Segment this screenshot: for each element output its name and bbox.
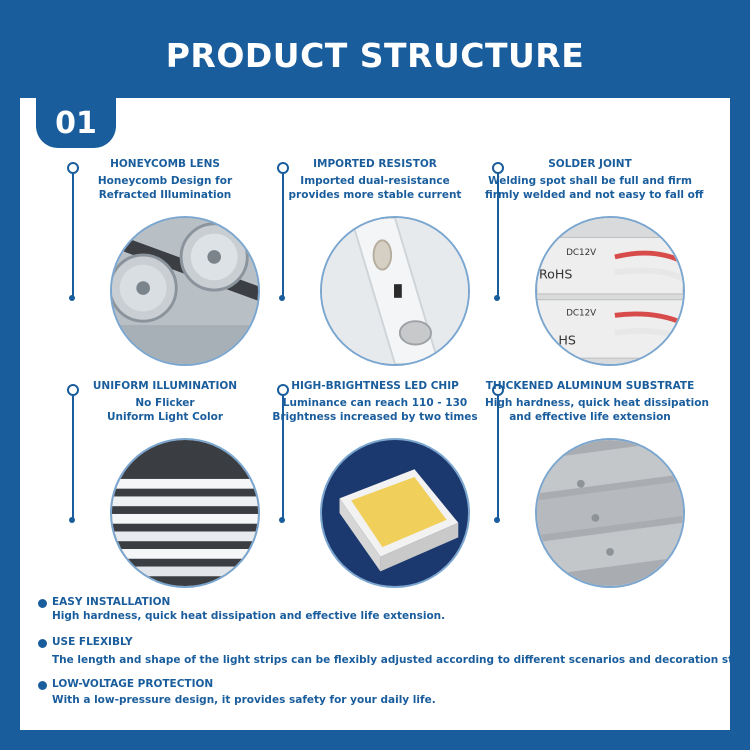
svg-text:DC12V: DC12V [566, 248, 596, 258]
honeycomb-lens-image [110, 216, 260, 366]
timeline-end-icon [494, 517, 500, 523]
uniform-illumination-image [110, 438, 260, 588]
benefit-title: USE FLEXIBLY [52, 636, 133, 648]
timeline-line [497, 390, 499, 522]
page-title: PRODUCT STRUCTURE [165, 36, 585, 75]
feature-title: THICKENED ALUMINUM SUBSTRATE [485, 380, 695, 392]
aluminum-substrate-image [535, 438, 685, 588]
benefit-description: With a low-pressure design, it provides … [52, 694, 436, 706]
timeline-end-icon [279, 295, 285, 301]
benefit-description: The length and shape of the light strips… [52, 654, 750, 666]
timeline-line [72, 168, 74, 300]
timeline-line [497, 168, 499, 300]
section-badge: 01 [36, 98, 116, 148]
timeline-dot-icon [277, 162, 289, 174]
feature-title: HIGH-BRIGHTNESS LED CHIP [291, 380, 459, 392]
bullet-dot-icon [38, 639, 47, 648]
benefit-title: EASY INSTALLATION [52, 596, 171, 608]
feature-title: SOLDER JOINT [548, 158, 632, 170]
timeline-dot-icon [492, 384, 504, 396]
timeline-end-icon [279, 517, 285, 523]
timeline-end-icon [494, 295, 500, 301]
svg-text:RoHS: RoHS [539, 266, 572, 281]
timeline-dot-icon [67, 384, 79, 396]
bullet-dot-icon [38, 681, 47, 690]
benefit-description: High hardness, quick heat dissipation an… [52, 610, 446, 622]
feature-title: IMPORTED RESISTOR [313, 158, 437, 170]
feature-led-chip: HIGH-BRIGHTNESS LED CHIP Luminance can r… [250, 320, 478, 588]
timeline-end-icon [69, 517, 75, 523]
timeline-dot-icon [67, 162, 79, 174]
timeline-dot-icon [492, 162, 504, 174]
svg-text:HS: HS [558, 333, 576, 348]
timeline-line [72, 390, 74, 522]
timeline-line [282, 390, 284, 522]
svg-text:DC12V: DC12V [566, 308, 596, 318]
led-chip-image [320, 438, 470, 588]
solder-joint-image: DC12V RoHS DC12V HS [535, 216, 685, 366]
timeline-dot-icon [277, 384, 289, 396]
feature-solder-joint: SOLDER JOINT Welding spot shall be full … [465, 98, 703, 366]
timeline-line [282, 168, 284, 300]
feature-imported-resistor: IMPORTED RESISTOR Imported dual-resistan… [250, 98, 470, 366]
benefit-title: LOW-VOLTAGE PROTECTION [52, 678, 214, 690]
resistor-image [320, 216, 470, 366]
feature-title: UNIFORM ILLUMINATION [92, 380, 238, 392]
timeline-end-icon [69, 295, 75, 301]
feature-title: HONEYCOMB LENS [110, 158, 220, 170]
bullet-dot-icon [38, 599, 47, 608]
feature-aluminum-substrate: THICKENED ALUMINUM SUBSTRATE High hardne… [465, 320, 709, 588]
